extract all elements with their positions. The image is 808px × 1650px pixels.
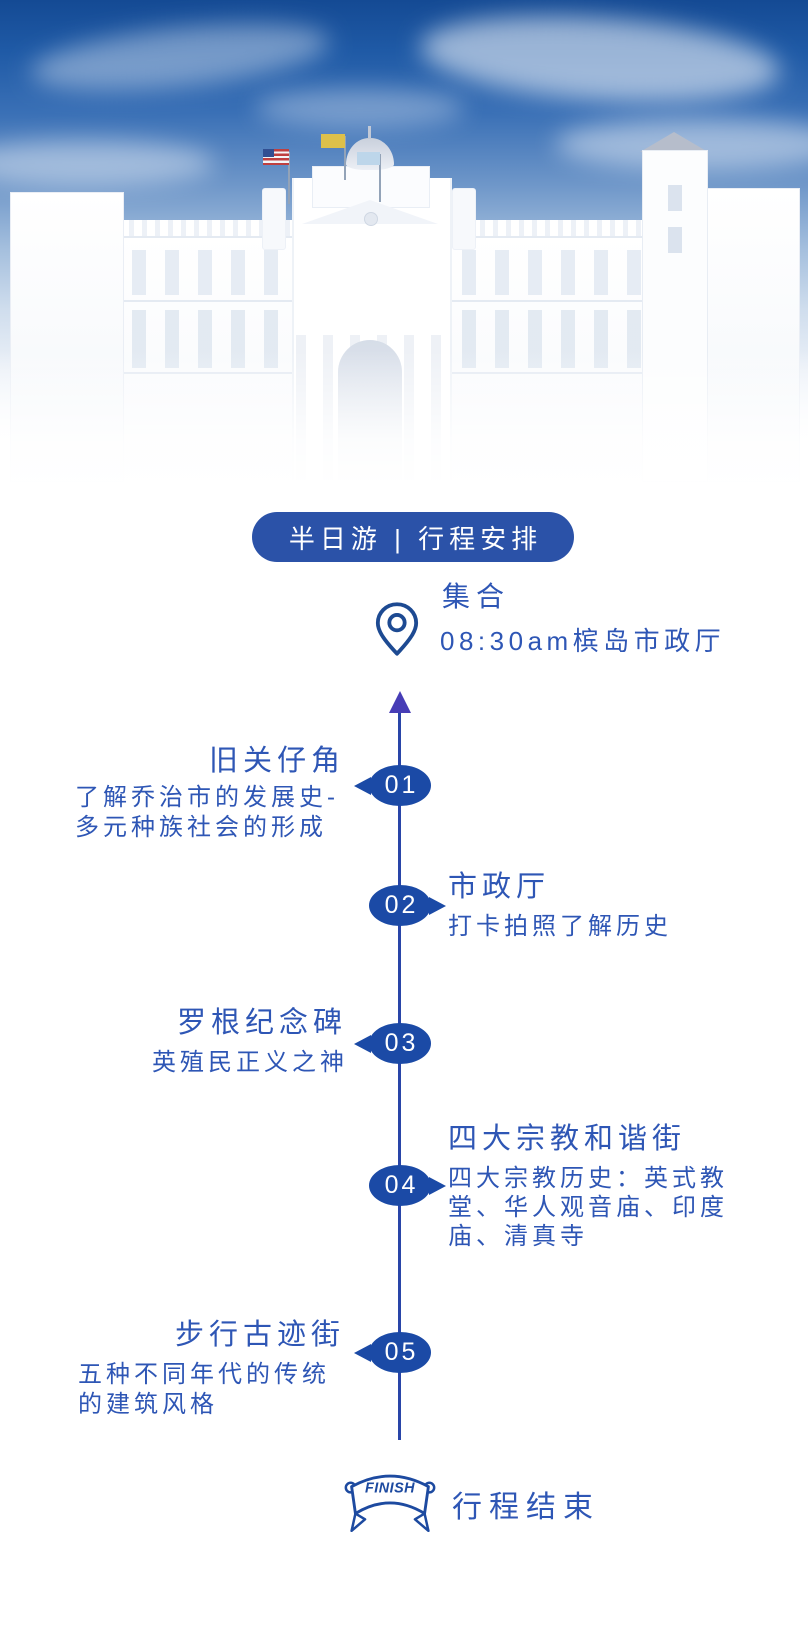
title-banner-label: 半日游 | 行程安排: [288, 523, 543, 554]
cloud: [27, 12, 333, 102]
striped-flag: [263, 149, 289, 165]
hero-photo: [0, 0, 808, 515]
yellow-flag: [321, 134, 345, 148]
flag-pole: [288, 152, 290, 204]
title-banner: 半日游 | 行程安排: [252, 512, 574, 562]
badge-tail: [354, 1034, 371, 1053]
cloud: [417, 5, 783, 113]
hero-fade: [0, 350, 808, 515]
timeline-line: [398, 711, 401, 1440]
flag-canton: [263, 149, 274, 157]
finish-flag-icon: FINISH: [344, 1474, 436, 1533]
flag-pole: [379, 154, 381, 202]
up-arrow-icon: [389, 691, 411, 713]
stop-title: 市政厅: [448, 871, 551, 903]
badge-tail: [429, 896, 446, 915]
stop-desc: 了解乔治市的发展史- 多元种族社会的形成: [75, 784, 339, 841]
stop-title: 旧关仔角: [208, 745, 345, 777]
meeting-time-location: 08:30am槟岛市政厅: [440, 626, 726, 656]
stop-desc: 五种不同年代的传统 的建筑风格: [78, 1361, 330, 1418]
finish-label: 行程结束: [452, 1491, 600, 1524]
finish-flag-label: FINISH: [365, 1480, 415, 1496]
badge-tail: [354, 1343, 371, 1362]
flag-pole: [344, 136, 346, 180]
stop-desc: 打卡拍照了解历史: [448, 913, 672, 940]
stop-title: 四大宗教和谐街: [448, 1123, 687, 1155]
badge-tail: [354, 776, 371, 795]
cloud: [255, 88, 465, 128]
stop-desc: 英殖民正义之神: [152, 1049, 348, 1076]
building-clock: [364, 212, 378, 226]
stop-desc: 四大宗教历史：英式教 堂、华人观音庙、印度 庙、清真寺: [448, 1165, 728, 1250]
meeting-title: 集合: [442, 581, 511, 612]
building-turret: [452, 188, 476, 250]
stop-title: 罗根纪念碑: [176, 1007, 347, 1039]
badge-tail: [429, 1176, 446, 1195]
building-finial: [368, 126, 371, 139]
location-pin-icon: [375, 602, 419, 656]
blue-flag: [357, 152, 380, 165]
stop-title: 步行古迹街: [174, 1319, 345, 1351]
cloud: [0, 140, 215, 186]
building-turret: [262, 188, 286, 250]
